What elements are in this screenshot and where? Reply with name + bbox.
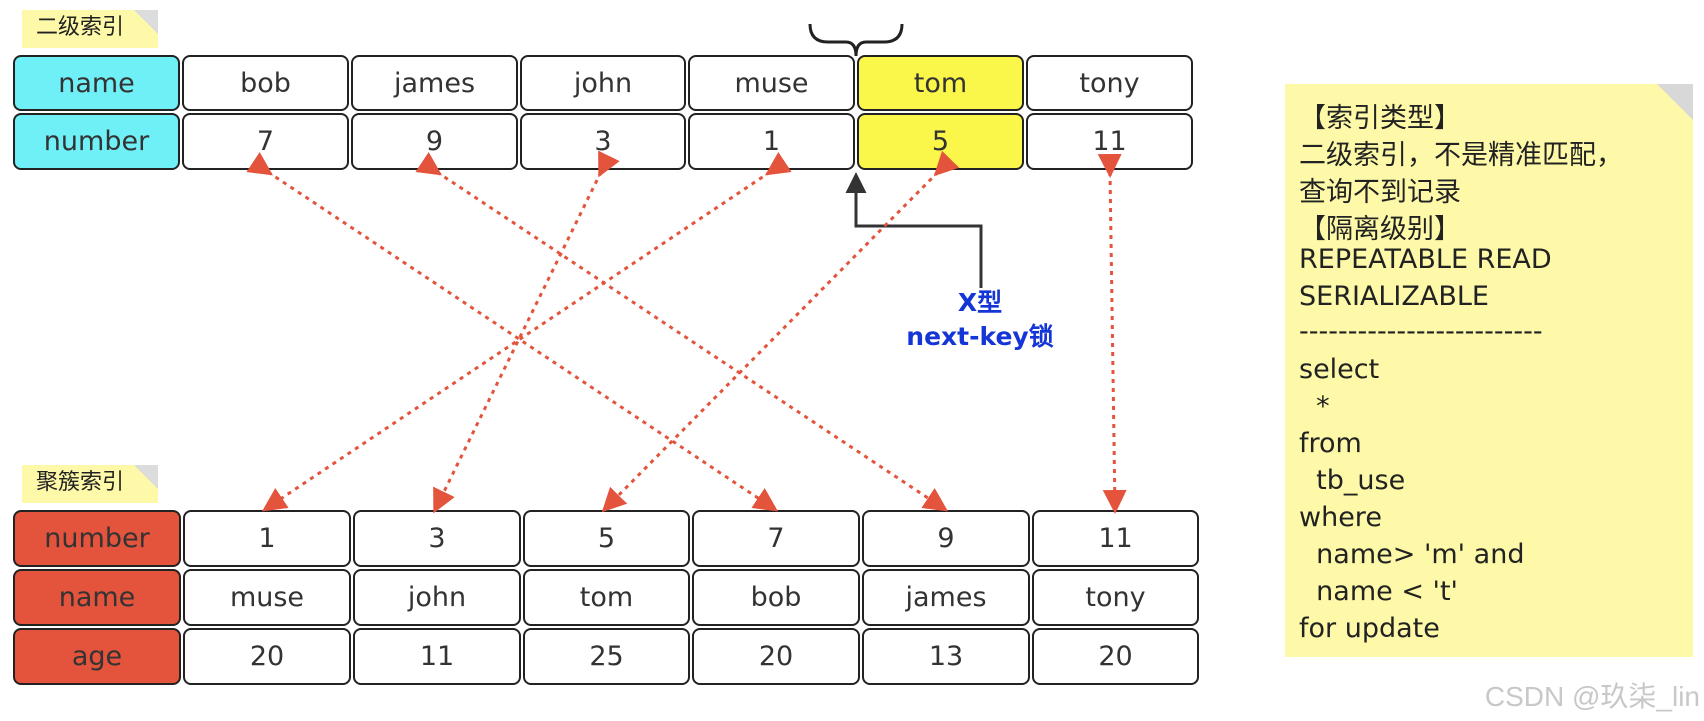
clustered-age-cell: 20: [1032, 628, 1199, 685]
clustered-age-cell: 25: [523, 628, 690, 685]
page-fold-icon: [134, 465, 158, 489]
clustered-header-number: number: [13, 510, 181, 567]
note-line: tb_use: [1299, 465, 1406, 496]
gap-brace-icon: [808, 23, 904, 57]
clustered-number-cell: 1: [183, 510, 351, 567]
watermark: CSDN @玖柒_lin: [1484, 681, 1700, 712]
lock-type-line1: X型: [957, 288, 1003, 317]
clustered-number-cell: 7: [692, 510, 860, 567]
note-separator: -------------------------: [1299, 316, 1543, 347]
clustered-name-cell: tom: [523, 569, 690, 626]
clustered-age-cell: 13: [862, 628, 1030, 685]
note-line: *: [1299, 391, 1330, 422]
page-fold-icon: [134, 10, 158, 34]
note-line: name < 't': [1299, 576, 1458, 607]
lock-type-label: X型 next-key锁: [870, 286, 1090, 354]
note-line: 查询不到记录: [1299, 177, 1461, 208]
secondary-number-cell: 11: [1026, 113, 1193, 170]
clustered-number-cell: 3: [353, 510, 521, 567]
secondary-name-cell: john: [520, 55, 686, 111]
secondary-name-cell-highlighted: tom: [857, 55, 1024, 111]
note-line: name> 'm' and: [1299, 539, 1525, 570]
clustered-header-age: age: [13, 628, 181, 685]
query-note: 【索引类型】 二级索引，不是精准匹配， 查询不到记录 【隔离级别】 REPEAT…: [1285, 84, 1693, 657]
clustered-name-cell: muse: [183, 569, 351, 626]
lock-type-line2: next-key锁: [906, 322, 1054, 351]
secondary-header-number: number: [13, 113, 180, 170]
clustered-index-tag: 聚簇索引: [22, 465, 158, 503]
note-line: from: [1299, 428, 1362, 459]
secondary-name-cell: muse: [688, 55, 855, 111]
secondary-name-cell: tony: [1026, 55, 1193, 111]
clustered-age-cell: 20: [183, 628, 351, 685]
relation-arrow-james: [415, 152, 948, 512]
note-line: REPEATABLE READ: [1299, 244, 1552, 275]
relation-arrow-tony: [1097, 153, 1127, 514]
clustered-name-cell: tony: [1032, 569, 1199, 626]
clustered-age-cell: 20: [692, 628, 860, 685]
note-line: for update: [1299, 613, 1440, 644]
secondary-header-name: name: [13, 55, 180, 111]
note-line: 【索引类型】: [1299, 103, 1461, 134]
relation-arrow-tom: [601, 150, 960, 513]
note-line: where: [1299, 502, 1382, 533]
secondary-index-label: 二级索引: [36, 15, 125, 40]
note-line: 【隔离级别】: [1299, 214, 1461, 245]
secondary-name-cell: james: [351, 55, 518, 111]
clustered-index-label: 聚簇索引: [36, 470, 125, 495]
lock-pointer-arrow: [845, 172, 983, 288]
clustered-age-cell: 11: [353, 628, 521, 685]
clustered-name-cell: john: [353, 569, 521, 626]
page-fold-icon: [1657, 84, 1693, 120]
clustered-header-name: name: [13, 569, 181, 626]
clustered-number-cell: 5: [523, 510, 690, 567]
clustered-name-cell: james: [862, 569, 1030, 626]
secondary-index-tag: 二级索引: [22, 10, 158, 48]
note-line: SERIALIZABLE: [1299, 281, 1489, 312]
secondary-name-cell: bob: [182, 55, 349, 111]
note-line: 二级索引，不是精准匹配，: [1299, 140, 1623, 171]
relation-arrow-john: [433, 150, 620, 514]
clustered-name-cell: bob: [692, 569, 860, 626]
note-line: select: [1299, 354, 1380, 385]
